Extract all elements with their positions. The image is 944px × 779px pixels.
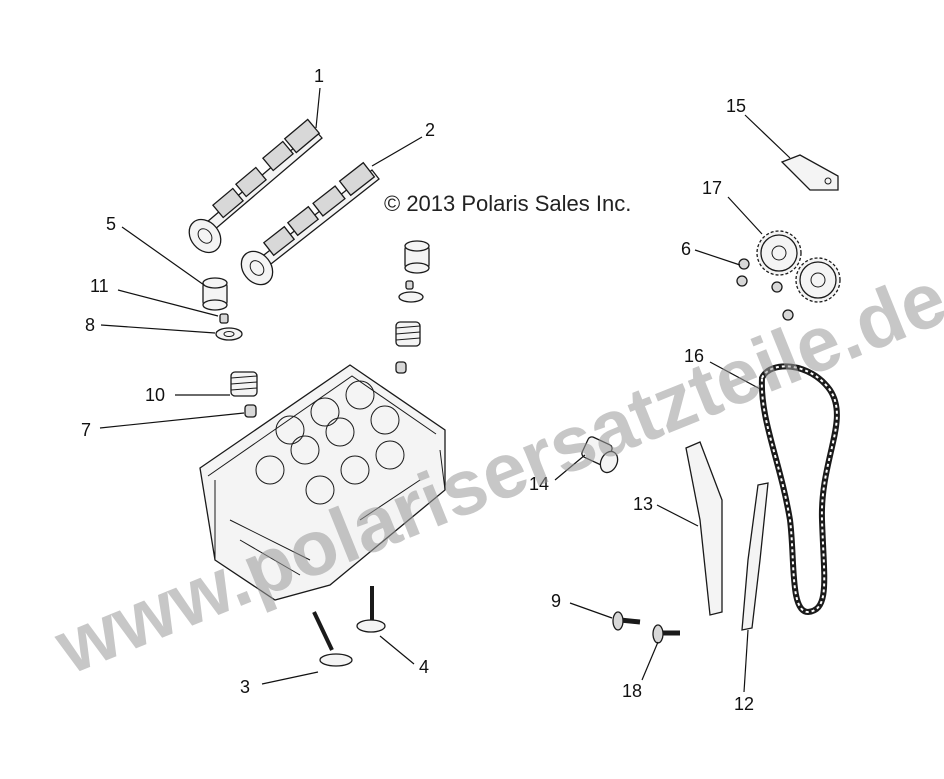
callout-3: 3 (240, 677, 250, 697)
callout-5: 5 (106, 214, 116, 234)
cam-sprocket-left (756, 230, 802, 276)
callout-4: 4 (419, 657, 429, 677)
valve-spring (230, 371, 258, 397)
callout-17: 17 (702, 178, 722, 198)
callout-10: 10 (145, 385, 165, 405)
chain-tensioner (581, 436, 619, 474)
chain-guide-fixed (741, 482, 769, 631)
watermark-text: www.polarisersatzteile.de (42, 253, 944, 691)
spring-retainer (215, 327, 243, 341)
sprocket-bolts (736, 258, 794, 321)
callout-2: 2 (425, 120, 435, 140)
callout-1: 1 (314, 66, 324, 86)
timing-chain (758, 363, 840, 616)
chain-guide-upper (780, 154, 839, 191)
callout-9: 9 (551, 591, 561, 611)
cylinder-head (199, 364, 446, 601)
cam-sprocket-right (795, 257, 841, 303)
camshaft-exhaust (240, 161, 380, 286)
callout-12: 12 (734, 694, 754, 714)
callout-13: 13 (633, 494, 653, 514)
valve-keeper (219, 313, 229, 324)
exhaust-valve (356, 586, 386, 633)
tappet-bucket (202, 277, 228, 311)
intake-valve (312, 611, 353, 667)
callout-8: 8 (85, 315, 95, 335)
copyright-notice: © 2013 Polaris Sales Inc. (384, 191, 631, 216)
callout-11: 11 (90, 276, 109, 296)
chain-tensioner-guide (685, 441, 723, 616)
callout-15: 15 (726, 96, 746, 116)
valve-train-set-secondary (395, 240, 430, 374)
valve-stem-seal (244, 404, 257, 418)
callout-16: 16 (684, 346, 704, 366)
guide-mount-bolt (652, 624, 680, 644)
callout-18: 18 (622, 681, 642, 701)
callout-14: 14 (529, 474, 549, 494)
callout-7: 7 (81, 420, 91, 440)
guide-pivot-bolt (612, 611, 641, 631)
callout-6: 6 (681, 239, 691, 259)
camshaft-intake (188, 118, 323, 254)
leader-lines (99, 87, 791, 693)
callout-labels: 1 2 3 4 5 6 7 8 9 10 11 12 13 14 15 16 1… (81, 66, 754, 714)
